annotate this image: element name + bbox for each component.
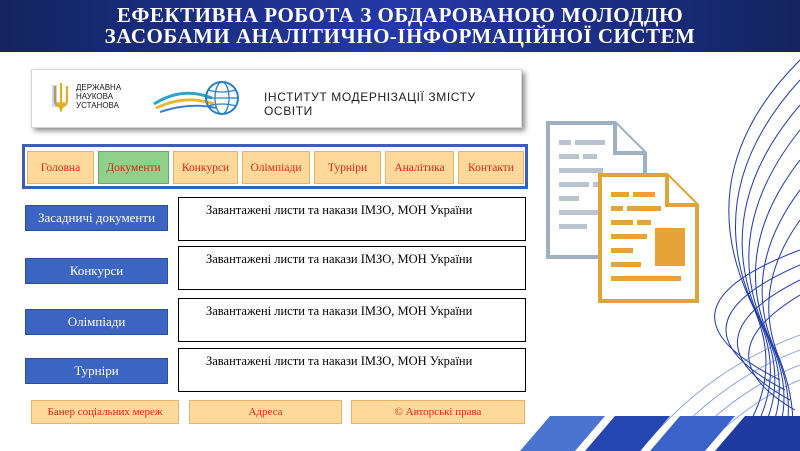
nav-item-contests[interactable]: Конкурси: [173, 151, 238, 184]
footer-social-banner[interactable]: Банер соціальних мереж: [31, 400, 179, 424]
nav-item-tournaments[interactable]: Турніри: [314, 151, 381, 184]
content-text: Завантажені листи та накази ІМЗО, МОН Ук…: [206, 304, 473, 318]
nav-item-home[interactable]: Головна: [27, 151, 94, 184]
institute-name: ІНСТИТУТ МОДЕРНІЗАЦІЇ ЗМІСТУ ОСВІТИ: [264, 90, 476, 118]
decorative-stripes: [520, 416, 800, 451]
content-panel-core-documents: Завантажені листи та накази ІМЗО, МОН Ук…: [178, 197, 526, 241]
page-title-line-1: ЕФЕКТИВНА РОБОТА З ОБДАРОВАНОЮ МОЛОДДЮ: [116, 3, 684, 27]
footer-address[interactable]: Адреса: [189, 400, 342, 424]
document-icon: [598, 173, 699, 303]
dnu-text-line-2: НАУКОВА: [76, 92, 114, 101]
title-bar: ЕФЕКТИВНА РОБОТА З ОБДАРОВАНОЮ МОЛОДДЮ З…: [0, 0, 800, 52]
footer-copyright[interactable]: © Авторські права: [351, 400, 525, 424]
globe-logo-icon: [153, 81, 239, 115]
side-button-core-documents[interactable]: Засадничі документи: [25, 205, 168, 231]
nav-item-documents[interactable]: Документи: [98, 151, 169, 184]
dnu-text-line-1: ДЕРЖАВНА: [76, 83, 122, 92]
side-button-tournaments[interactable]: Турніри: [25, 358, 168, 384]
main-nav: Головна Документи Конкурси Олімпіади Тур…: [22, 144, 528, 189]
logo-banner: ДЕРЖАВНА НАУКОВА УСТАНОВА ІНСТИТУТ МОДЕР…: [31, 69, 522, 128]
content-text: Завантажені листи та накази ІМЗО, МОН Ук…: [206, 354, 473, 368]
content-panel-contests: Завантажені листи та накази ІМЗО, МОН Ук…: [178, 246, 526, 290]
trident-icon: [52, 83, 69, 112]
nav-item-contacts[interactable]: Контакти: [458, 151, 524, 184]
nav-item-olympiads[interactable]: Олімпіади: [242, 151, 310, 184]
side-button-olympiads[interactable]: Олімпіади: [25, 309, 168, 335]
content-text: Завантажені листи та накази ІМЗО, МОН Ук…: [206, 203, 473, 217]
content-panel-tournaments: Завантажені листи та накази ІМЗО, МОН Ук…: [178, 348, 526, 392]
nav-item-analytics[interactable]: Аналітика: [385, 151, 454, 184]
side-button-contests[interactable]: Конкурси: [25, 258, 168, 284]
content-panel-olympiads: Завантажені листи та накази ІМЗО, МОН Ук…: [178, 298, 526, 342]
decorative-swirl: [639, 59, 800, 451]
page-title-line-2: ЗАСОБАМИ АНАЛІТИЧНО-ІНФОРМАЦІЙНОЇ СИСТЕМ: [104, 24, 696, 48]
content-text: Завантажені листи та накази ІМЗО, МОН Ук…: [206, 252, 473, 266]
dnu-text-line-3: УСТАНОВА: [76, 101, 119, 110]
